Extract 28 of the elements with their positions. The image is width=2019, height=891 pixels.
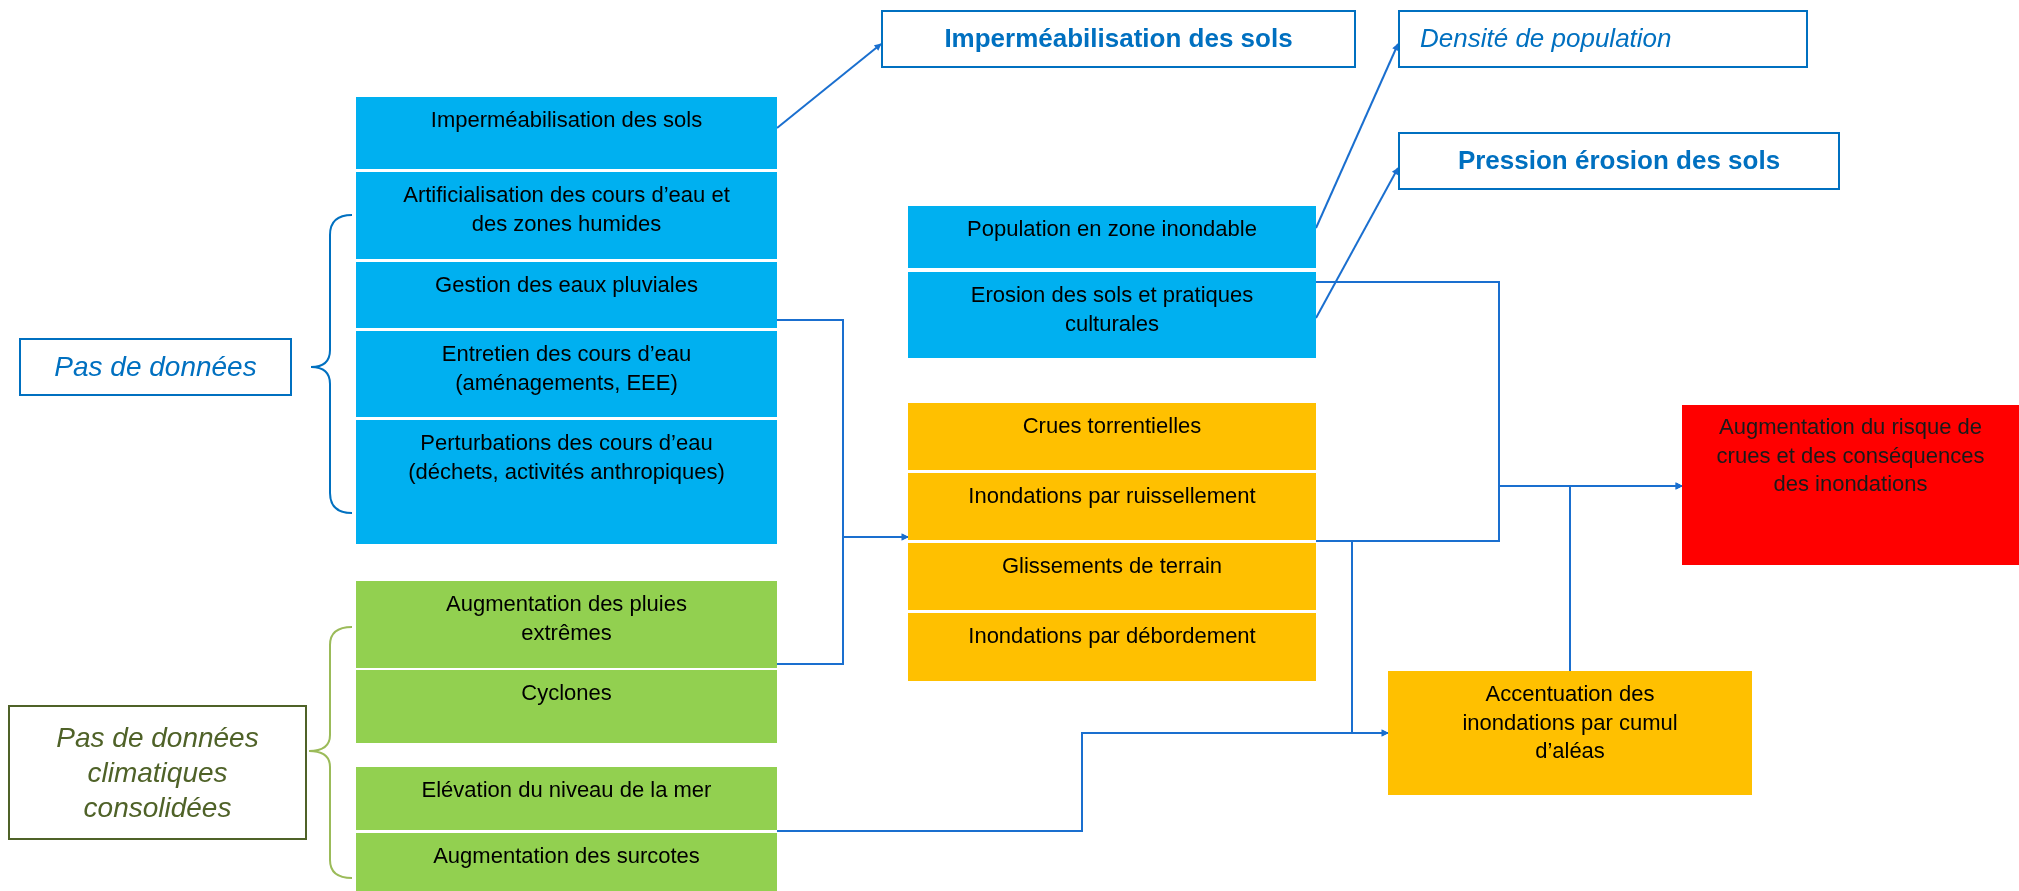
arrow (776, 43, 882, 129)
arrow (776, 533, 909, 665)
factor-box: Population en zone inondable (908, 206, 1316, 268)
factor-box: Glissements de terrain (908, 543, 1316, 610)
factor-box: Elévation du niveau de la mer (356, 767, 777, 830)
factor-box: Gestion des eaux pluviales (356, 262, 777, 328)
arrow (1569, 482, 1683, 672)
factor-box: Entretien des cours d’eau (aménagements, EEE) (356, 331, 777, 417)
factor-box: Crues torrentielles (908, 403, 1316, 470)
factor-box: Cyclones (356, 670, 777, 743)
factor-box: Perturbations des cours d’eau (déchets, activités anthropiques) (356, 420, 777, 544)
factor-box: Artificialisation des cours d’eau et des zones humides (356, 172, 777, 259)
indicator-box: Pression érosion des sols (1398, 132, 1840, 190)
arrow (1315, 43, 1399, 229)
factor-box: Augmentation du risque de crues et des conséquences des inondations (1682, 405, 2019, 565)
factor-box: Imperméabilisation des sols (356, 97, 777, 169)
arrow (1315, 167, 1399, 319)
factor-box: Inondations par débordement (908, 613, 1316, 681)
factor-box: Augmentation des pluies extrêmes (356, 581, 777, 668)
factor-box: Erosion des sols et pratiques culturales (908, 272, 1316, 358)
factor-box: Accentuation des inondations par cumul d’aléas (1388, 671, 1752, 795)
indicator-box: Imperméabilisation des sols (881, 10, 1356, 68)
indicator-box: Densité de population (1398, 10, 1808, 68)
factor-box: Inondations par ruissellement (908, 473, 1316, 540)
indicator-box: Pas de données (19, 338, 292, 396)
factor-box: Augmentation des surcotes (356, 833, 777, 891)
indicator-box: Pas de données climatiques consolidées (8, 705, 307, 840)
arrow (776, 729, 1389, 832)
